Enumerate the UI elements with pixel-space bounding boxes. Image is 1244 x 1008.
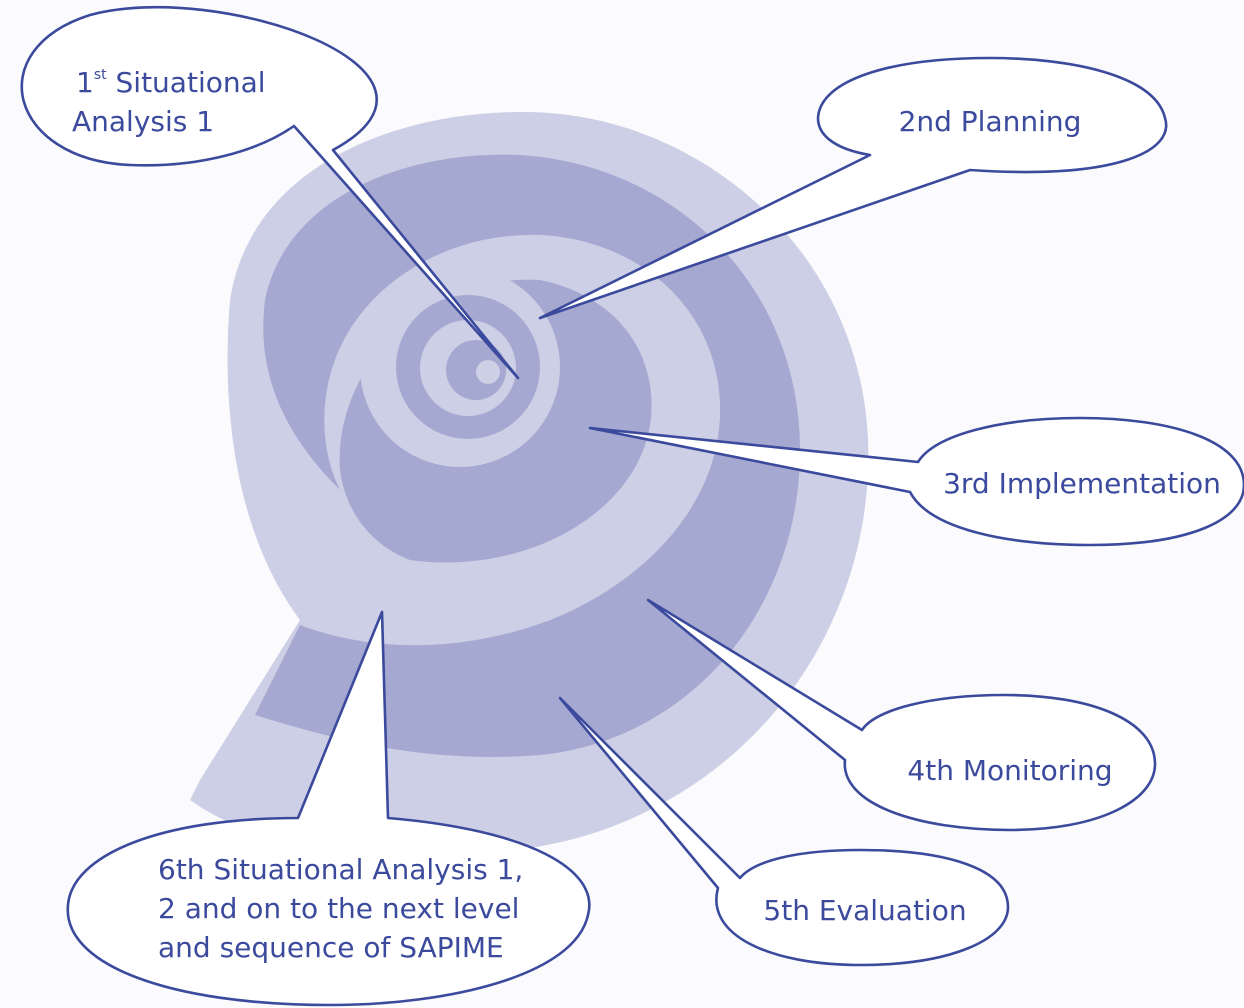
stage-1-label: 1st Situational <box>76 66 266 99</box>
callout-bubble-6 <box>66 610 591 1007</box>
callout-bubble-4 <box>646 598 1157 832</box>
stage-1-line1: Situational <box>107 66 266 99</box>
spiral-eye-center <box>476 360 500 384</box>
stage-5-label: 5th Evaluation <box>763 894 966 927</box>
callout-stage-5: 5th Evaluation <box>558 696 1010 967</box>
stage-4-label: 4th Monitoring <box>907 754 1112 787</box>
stage-1-line2: Analysis 1 <box>72 105 214 138</box>
stage-1-ordinal: 1 <box>76 66 94 99</box>
stage-6-line2: 2 and on to the next level <box>158 892 519 925</box>
spiral-mid-band <box>255 154 800 757</box>
stage-2-label: 2nd Planning <box>899 105 1082 138</box>
callout-stage-3: 3rd Implementation <box>588 416 1244 547</box>
stage-1-suffix: st <box>94 67 107 83</box>
callout-bubble-5 <box>558 696 1010 967</box>
spiral-inner-light-band <box>300 235 720 646</box>
stage-6-line3: and sequence of SAPIME <box>158 931 504 964</box>
callout-stage-2: 2nd Planning <box>538 56 1168 320</box>
callout-stage-4: 4th Monitoring <box>646 598 1157 832</box>
stage-6-line1: 6th Situational Analysis 1, <box>158 853 523 886</box>
callout-stage-6: 6th Situational Analysis 1, 2 and on to … <box>66 610 591 1007</box>
callout-bubble-1 <box>20 5 520 380</box>
spiral-eye <box>446 340 506 400</box>
callout-stage-1: 1st Situational Analysis 1 <box>20 5 520 380</box>
stage-3-label: 3rd Implementation <box>943 467 1221 500</box>
callout-bubble-2 <box>538 56 1168 320</box>
